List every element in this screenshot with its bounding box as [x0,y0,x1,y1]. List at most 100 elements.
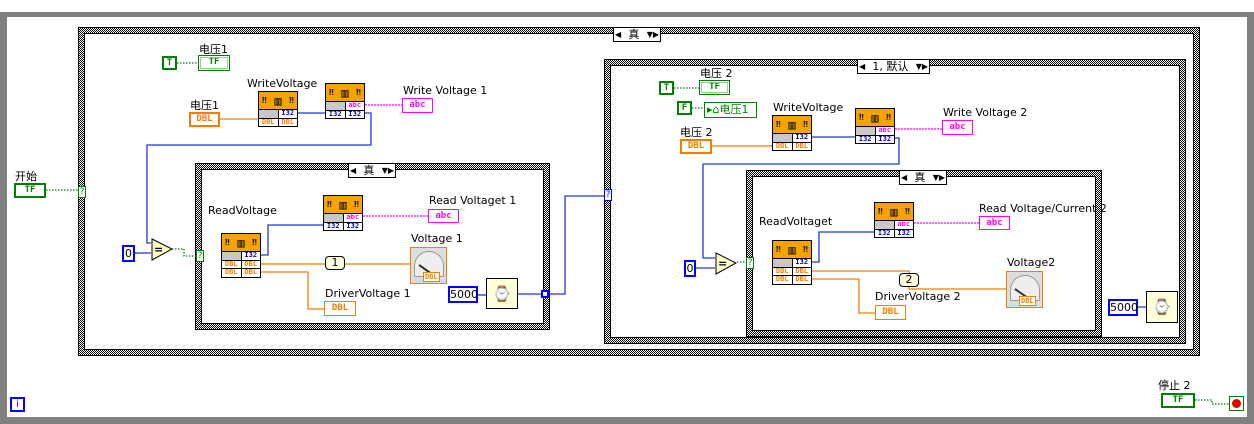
wire [702,137,900,259]
true-constant[interactable]: T [162,56,177,70]
while-loop-border-bottom [0,417,1254,424]
terminal: DBL [224,259,238,268]
zero-constant-2[interactable]: 0 [684,260,696,277]
read-voltaget-1-indicator[interactable]: abc [428,209,459,223]
wire [518,195,604,295]
subvi-icon: ⁈▥⁈ [773,241,811,258]
wait-ms-constant-1[interactable]: 5000 [448,286,478,303]
inner-case-selector-terminal-2: ? [746,257,754,269]
voltage1-local-label: 电压1 [199,43,228,56]
wire [172,248,196,257]
terminal: I32 [277,109,298,118]
driver-voltage-1-label: DriverVoltage 1 [325,287,411,300]
zero-constant[interactable]: 0 [122,245,135,262]
equal-comparator-2[interactable]: = [715,252,737,275]
terminal: I32 [893,229,914,237]
voltage1-numeric-control[interactable]: DBL [189,112,220,127]
terminal: I32 [877,228,891,237]
terminal: DBL [423,272,440,282]
subvi-icon: ⁈▥⁈ [326,84,364,101]
voltage1-local-variable[interactable]: ▸⌂电压1 [704,102,757,118]
terminal: DBL [775,266,789,275]
driver-voltage-2-indicator[interactable]: DBL [875,305,906,320]
voltage2-numeric-control[interactable]: DBL [680,139,712,154]
stop-label: 停止 2 [1158,379,1191,392]
start-boolean-control[interactable]: TF [14,183,46,198]
string-wires [363,104,979,224]
house-icon: ▸⌂ [707,103,720,116]
loop-iteration-info-icon[interactable]: i [10,397,25,412]
terminal: I32 [791,133,812,142]
index-constant-2[interactable]: 2 [899,273,919,287]
read-voltage-current-2-indicator[interactable]: abc [979,216,1010,230]
write-voltage-1-indicator[interactable]: abc [402,98,433,113]
inner-case-selector-1[interactable]: ◀真▼▶ [348,163,396,178]
outer-case-selector[interactable]: ◀真▼▶ [613,27,661,42]
wait-ms-icon-2[interactable]: ⌚ [1146,291,1178,323]
wire [261,271,324,310]
terminal: abc [893,220,914,229]
voltage1-boolean-local[interactable]: TF [198,55,230,71]
subvi-icon: ⁈▥⁈ [875,203,913,220]
inner-case-selector-2[interactable]: ◀真▼▶ [899,170,947,185]
terminal: abc [344,101,365,110]
terminal: DBL [791,275,812,284]
tunnel [541,290,549,298]
selector-value: 1, 默认 [872,60,909,73]
right-case-selector-terminal: ? [604,189,612,201]
wire [1195,399,1229,405]
write-voltage-2-indicator[interactable]: abc [942,120,973,135]
terminal: I32 [791,258,812,267]
wire [812,231,874,263]
voltage2-boolean-local[interactable]: TF [699,80,730,95]
stop-icon[interactable] [1229,396,1244,411]
terminal: DBL [240,260,261,268]
stop-boolean-control[interactable]: TF [1161,393,1195,408]
terminal: abc [342,213,363,222]
wire [146,112,372,244]
driver-voltage-1-indicator[interactable]: DBL [324,301,356,316]
voltage1-control-label: 电压1 [190,99,219,112]
write-voltage-2-label: Write Voltage 2 [943,106,1028,119]
terminal: DBL [261,117,275,126]
terminal: DBL [240,268,261,277]
selector-value: 真 [914,171,926,184]
terminal: DBL [224,268,238,276]
read-voltage-current-2-label: Read Voltage/Current 2 [979,202,1107,215]
voltage2-gauge-label: Voltage2 [1007,256,1056,269]
terminal: DBL [775,141,789,150]
terminal: I32 [326,221,340,230]
terminal: I32 [874,135,895,143]
equal-comparator[interactable]: = [151,238,173,261]
read-voltaget-1-label: Read Voltaget 1 [429,194,517,207]
subvi-icon: ⁈▥⁈ [259,92,297,109]
voltage2-gauge[interactable]: DBL [1006,271,1043,308]
voltage-1-gauge[interactable]: DBL [410,247,447,284]
read-voltage-subvi-label: ReadVoltage [208,204,277,217]
right-case-selector[interactable]: ◀1, 默认▼▶ [857,59,930,74]
voltage2-local-label: 电压 2 [700,67,733,80]
true-constant-2[interactable]: T [659,81,674,95]
boolean-wires [46,62,1229,405]
subvi-icon: ⁈▥⁈ [773,116,811,133]
wait-ms-constant-2[interactable]: 5000 [1108,299,1138,316]
wait-ms-icon[interactable]: ⌚ [486,278,518,309]
index-constant-1[interactable]: 1 [325,256,345,270]
false-constant[interactable]: F [677,101,692,115]
inner-case-selector-terminal-1: ? [196,250,204,262]
driver-voltage-2-label: DriverVoltage 2 [875,290,961,303]
read-voltaget-subvi-label: ReadVoltaget [759,215,833,228]
write-voltage-1-label: Write Voltage 1 [403,84,488,97]
voltage2-control-label: 电压 2 [680,126,713,139]
selector-value: 真 [363,164,375,177]
terminal: DBL [1019,296,1036,306]
while-loop-border-top [0,12,1254,17]
